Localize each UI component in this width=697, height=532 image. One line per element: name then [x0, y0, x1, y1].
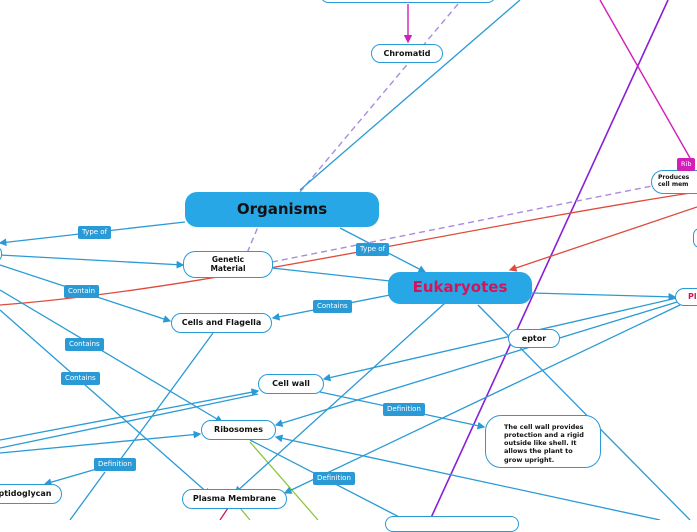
- pl-label: Pl: [688, 292, 697, 302]
- line-euk-pl: [531, 292, 677, 301]
- top-concept-node[interactable]: [320, 0, 496, 3]
- cell-wall-node[interactable]: Cell wall: [258, 374, 324, 394]
- receptor-node[interactable]: eptor: [508, 329, 560, 348]
- line-pink-short: [219, 507, 229, 520]
- line-cells-down: [119, 332, 214, 461]
- chromatid-label: Chromatid: [383, 48, 431, 58]
- organisms-label: Organisms: [236, 199, 328, 218]
- cell-wall-definition-note[interactable]: The cell wall provides protection and a …: [485, 415, 601, 468]
- produces-node[interactable]: Produces cell mem: [651, 170, 697, 194]
- cell-wall-definition-text: The cell wall provides protection and a …: [504, 423, 584, 464]
- cells-flagella-label: Cells and Flagella: [181, 318, 262, 328]
- line-pl-pm: [283, 304, 681, 494]
- line-left-contains-3: [0, 309, 211, 496]
- link-type-of-1: Type of: [78, 226, 112, 239]
- line-org-top: [299, 0, 521, 191]
- line-euk-pm: [234, 302, 446, 494]
- ribosomes-node[interactable]: Ribosomes: [201, 420, 276, 440]
- link-definition-3: Definition: [313, 472, 355, 485]
- line-left-genetic: [0, 254, 185, 269]
- link-contains-3: Contains: [61, 372, 100, 385]
- produces-label: Produces cell mem: [658, 174, 690, 188]
- line-green-1: [249, 441, 319, 520]
- pl-node[interactable]: Pl: [675, 288, 697, 306]
- line-red-2: [508, 206, 697, 272]
- organisms-node[interactable]: Organisms: [185, 192, 379, 227]
- line-dashed-3: [271, 185, 653, 263]
- line-def-pepti: [43, 467, 101, 486]
- link-definition-2: Definition: [94, 458, 136, 471]
- link-contain: Contain: [64, 285, 100, 298]
- peptidoglycan-node[interactable]: ptidoglycan: [0, 484, 62, 504]
- line-def-down: [69, 471, 106, 520]
- cells-flagella-node[interactable]: Cells and Flagella: [171, 313, 272, 333]
- genetic-material-label: Genetic Material: [210, 254, 246, 273]
- line-left-cellwall-2: [0, 393, 259, 449]
- line-pl-cellwall: [322, 297, 678, 382]
- magenta-tag: Rib: [677, 158, 696, 171]
- eukaryotes-node[interactable]: Eukaryotes: [388, 272, 532, 304]
- line-right-ribo: [274, 434, 661, 520]
- peptidoglycan-label: ptidoglycan: [0, 489, 52, 499]
- line-dashed-2: [244, 209, 266, 259]
- line-dashed-1: [299, 3, 459, 193]
- link-contains-2: Contains: [65, 338, 104, 351]
- bottom-definition-node[interactable]: [385, 516, 519, 532]
- right-edge-node[interactable]: [693, 228, 697, 248]
- genetic-material-node[interactable]: Genetic Material: [183, 251, 273, 278]
- line-purple-long: [429, 0, 669, 520]
- line-pl-ribo: [274, 301, 678, 427]
- plasma-membrane-node[interactable]: Plasma Membrane: [182, 489, 287, 509]
- receptor-label: eptor: [521, 333, 547, 343]
- link-contains-1: Contains: [313, 300, 352, 313]
- link-definition-1: Definition: [383, 403, 425, 416]
- line-genetic-euk: [271, 267, 391, 282]
- line-green-2: [239, 507, 251, 520]
- chromatid-node[interactable]: Chromatid: [371, 44, 443, 63]
- line-left-ribo: [0, 430, 202, 454]
- link-type-of-2: Type of: [356, 243, 390, 256]
- line-left-contains-2: [0, 289, 224, 423]
- line-left-cellwall-1: [0, 388, 260, 441]
- ribosomes-label: Ribosomes: [214, 425, 263, 435]
- line-magenta-diag: [599, 0, 691, 159]
- eukaryotes-label: Eukaryotes: [412, 278, 508, 297]
- plasma-membrane-label: Plasma Membrane: [192, 494, 277, 504]
- cell-wall-label: Cell wall: [272, 379, 310, 389]
